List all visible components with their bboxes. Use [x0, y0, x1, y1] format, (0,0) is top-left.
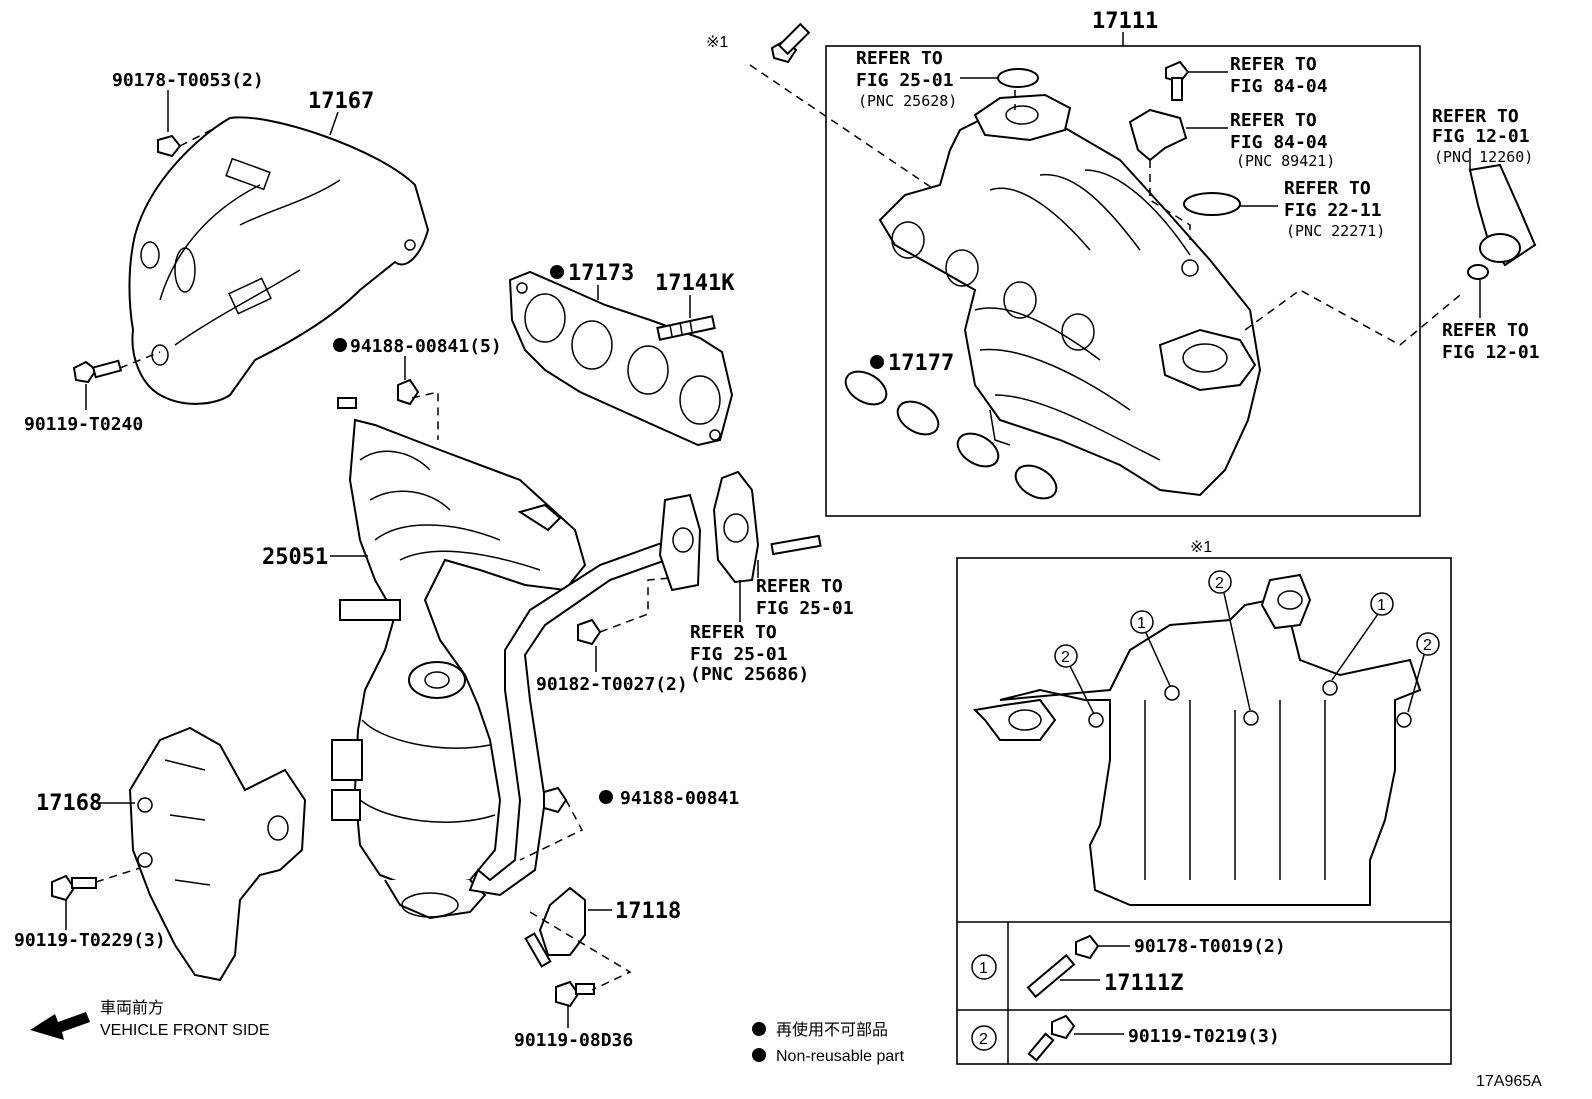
ref-25-01a-line1: REFER TO [756, 576, 843, 597]
drawing-id: 17A965A [1476, 1073, 1542, 1090]
nonreusable-mark [599, 790, 613, 804]
ref-25628-line2: FIG 25-01 [856, 70, 954, 91]
label-90178-T0053: 90178-T0053(2) [112, 70, 264, 91]
stud-bolt [656, 315, 716, 341]
note1-mark-top: ※1 [706, 34, 728, 51]
ref-22271-line2: FIG 22-11 [1284, 200, 1382, 221]
ref-25686-line1: REFER TO [690, 622, 777, 643]
ref-12260-line2: FIG 12-01 [1432, 126, 1530, 147]
o-ring-25628 [997, 68, 1039, 88]
callout-2a: 2 [1061, 649, 1070, 666]
row-callout-1: 1 [979, 960, 988, 977]
ref-25628-line3: (PNC 25628) [858, 92, 957, 110]
callout-2b: 2 [1215, 575, 1224, 592]
row-callout-2: 2 [979, 1031, 988, 1048]
bolt-90119-T0229 [51, 874, 97, 902]
label-17167: 17167 [308, 89, 374, 114]
legend-jp: 再使用不可部品 [776, 1021, 888, 1039]
legend-bullet [752, 1022, 766, 1036]
vehicle-front-arrow [30, 1012, 90, 1040]
ref-25686-line3: (PNC 25686) [690, 664, 809, 685]
heat-insulator-upper [128, 116, 430, 405]
nut-90182-T0027 [577, 618, 602, 646]
ref-25-01a-line2: FIG 25-01 [756, 598, 854, 619]
bolt-90178-T0053 [157, 134, 182, 158]
bolt-detail-frame [956, 557, 1452, 1065]
label-94188-00841: 94188-00841 [620, 788, 739, 809]
ref-84-04a-line2: FIG 84-04 [1230, 76, 1328, 97]
nut-90178-T0019 [1075, 934, 1100, 960]
leader-lines [65, 32, 1481, 1035]
label-17141K: 17141K [655, 271, 735, 296]
callout-1b: 1 [1377, 597, 1386, 614]
heat-insulator-lower [128, 726, 307, 982]
label-90119-T0240: 90119-T0240 [24, 414, 143, 435]
nut-94188-00841-5 [397, 378, 420, 406]
hose-12260 [1467, 163, 1537, 280]
label-25051: 25051 [262, 545, 328, 570]
note1-mark-box: ※1 [1190, 539, 1212, 556]
front-side-en: VEHICLE FRONT SIDE [100, 1022, 270, 1039]
callout-1a: 1 [1137, 615, 1146, 632]
label-90119-T0219: 90119-T0219(3) [1128, 1026, 1280, 1047]
label-17173: 17173 [568, 261, 634, 286]
ref-22271-line3: (PNC 22271) [1286, 222, 1385, 240]
bolt-90119-T0240 [72, 359, 123, 384]
legend-bullet [752, 1048, 766, 1062]
ref-25628-line1: REFER TO [856, 48, 943, 69]
exhaust-manifold-gasket [508, 270, 734, 447]
intake-manifold-side-view [972, 573, 1422, 906]
label-17118: 17118 [615, 899, 681, 924]
ref-89421-line1: REFER TO [1230, 110, 1317, 131]
callout-2c: 2 [1423, 637, 1432, 654]
bolt-84-04 [1165, 60, 1190, 101]
intake-gasket [844, 370, 1058, 500]
label-90182-T0027: 90182-T0027(2) [536, 674, 688, 695]
bolt-note1 [770, 22, 811, 64]
nonreusable-mark [870, 355, 884, 369]
pipe-gasket [712, 470, 760, 584]
label-17111Z: 17111Z [1104, 971, 1183, 996]
label-17177: 17177 [888, 351, 954, 376]
nut-94188-00841 [543, 786, 568, 814]
ref-25686-line2: FIG 25-01 [690, 644, 788, 665]
ref-12-01b-line2: FIG 12-01 [1442, 342, 1540, 363]
callout-circles [971, 570, 1440, 1051]
stud-17111Z [1026, 953, 1076, 999]
sensor-89421 [1128, 108, 1188, 162]
bolt-90119-T0219 [1027, 1014, 1076, 1062]
ref-84-04a-line1: REFER TO [1230, 54, 1317, 75]
label-17111: 17111 [1092, 9, 1158, 34]
label-90178-T0019: 90178-T0019(2) [1134, 936, 1286, 957]
label-90119-T0229: 90119-T0229(3) [14, 930, 166, 951]
nonreusable-mark [550, 265, 564, 279]
nonreusable-mark [333, 338, 347, 352]
ref-12260-line1: REFER TO [1432, 106, 1519, 127]
bolt-90119-08D36 [555, 980, 595, 1008]
flange-stud [770, 534, 822, 556]
ref-12-01b-line1: REFER TO [1442, 320, 1529, 341]
ref-89421-line3: (PNC 89421) [1236, 152, 1335, 170]
o-ring-22271 [1183, 192, 1241, 216]
ref-22271-line1: REFER TO [1284, 178, 1371, 199]
label-94188-00841-5: 94188-00841(5) [350, 336, 502, 357]
front-side-jp: 車両前方 [100, 999, 164, 1017]
exhaust-pipe [468, 493, 702, 897]
intake-manifold [878, 93, 1262, 497]
ref-89421-line2: FIG 84-04 [1230, 132, 1328, 153]
exhaust-manifold-converter [331, 397, 587, 920]
bracket [524, 886, 586, 968]
label-17168: 17168 [36, 791, 102, 816]
ref-12260-line3: (PNC 12260) [1434, 148, 1533, 166]
label-90119-08D36: 90119-08D36 [514, 1030, 633, 1051]
legend-en: Non-reusable part [776, 1048, 905, 1065]
